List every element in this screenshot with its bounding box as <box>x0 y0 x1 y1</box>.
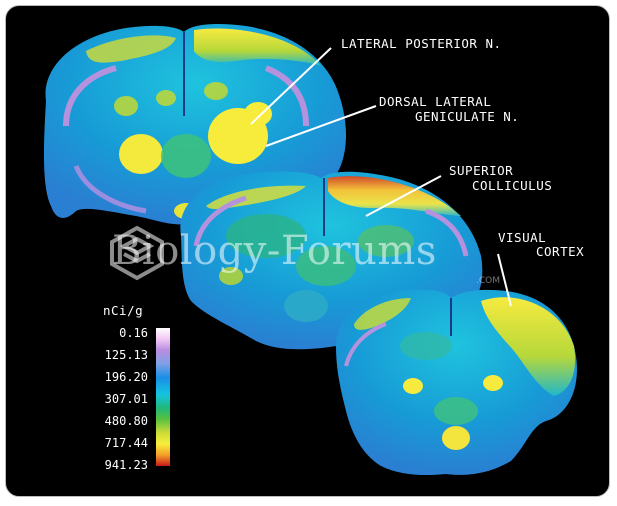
watermark-logo <box>110 225 164 281</box>
label-visual: VISUAL <box>498 230 547 245</box>
label-pointers <box>250 47 512 307</box>
scale-tick: 307.01 <box>104 392 148 406</box>
brain-section-3 <box>336 289 577 476</box>
watermark-text: Biology-Forums <box>112 228 437 274</box>
brain-section-2 <box>180 171 483 350</box>
label-colliculus: COLLICULUS <box>472 178 553 193</box>
label-lateral-posterior: LATERAL POSTERIOR N. <box>341 36 502 51</box>
pointer-superior-colliculus <box>365 175 442 217</box>
image-frame: Biology-Forums .COM LATERAL POSTERIOR N.… <box>5 5 610 497</box>
watermark-subtext: .COM <box>476 276 500 286</box>
label-geniculate: GENICULATE N. <box>415 109 520 124</box>
label-dorsal-lateral: DORSAL LATERAL <box>379 94 492 109</box>
scale-unit: nCi/g <box>103 303 144 318</box>
color-scale-bar <box>156 328 170 466</box>
label-cortex: CORTEX <box>536 244 585 259</box>
scale-tick: 941.23 <box>104 458 148 472</box>
scale-tick: 196.20 <box>104 370 148 384</box>
scale-tick: 717.44 <box>104 436 148 450</box>
scale-tick: 0.16 <box>119 326 148 340</box>
brain-section-1 <box>43 24 347 225</box>
pointer-visual-cortex <box>497 253 512 307</box>
pointer-dorsal-lateral <box>265 105 377 147</box>
scale-tick: 480.80 <box>104 414 148 428</box>
label-superior: SUPERIOR <box>449 163 514 178</box>
pointer-lateral-posterior <box>250 47 332 125</box>
brain-autoradiograph <box>43 24 577 476</box>
scale-tick: 125.13 <box>104 348 148 362</box>
